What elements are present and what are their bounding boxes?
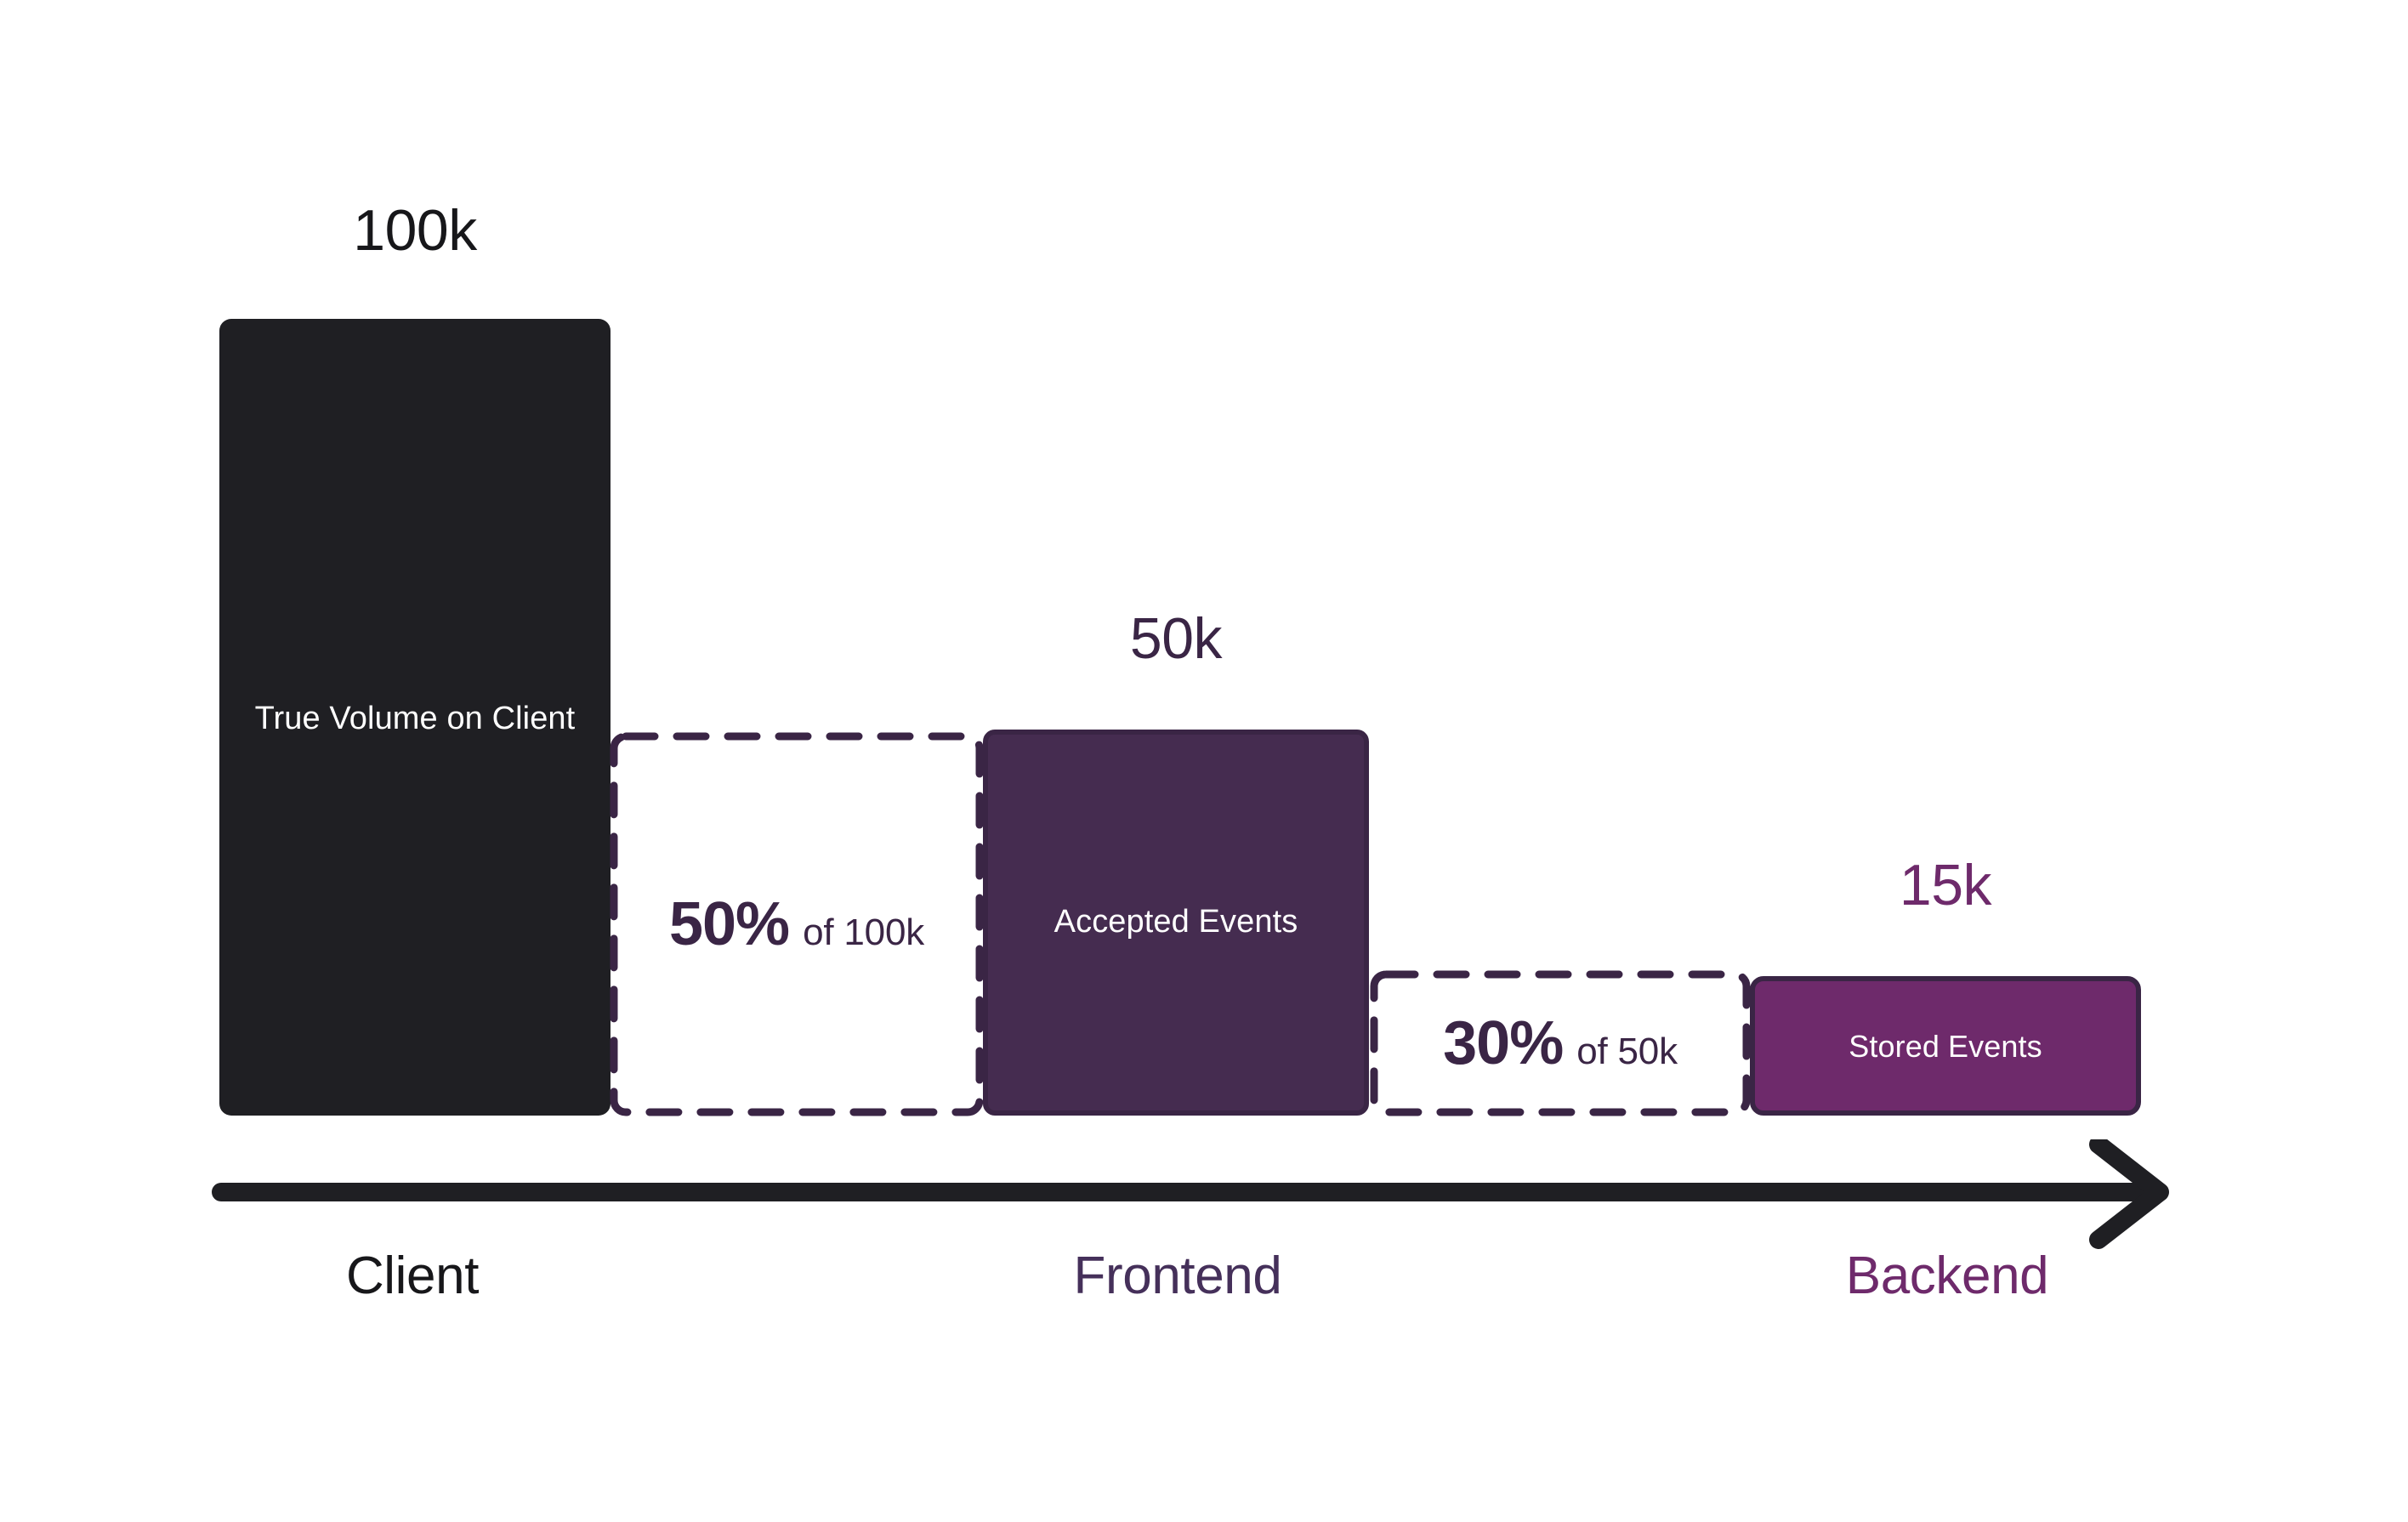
dropoff-2-text: 30% of 50k (1443, 1008, 1678, 1078)
bar-backend: Stored Events (1750, 976, 2141, 1116)
value-label-frontend: 50k (1129, 606, 1223, 671)
dashed-outline-2 (1370, 970, 1751, 1116)
arrow-right-icon (212, 1139, 2169, 1249)
dropoff-2-percent: 30% (1443, 1009, 1564, 1077)
bar-frontend-label: Accepted Events (1054, 904, 1298, 940)
dropoff-1-basis: of 100k (803, 911, 925, 953)
value-label-backend: 15k (1899, 853, 1992, 917)
bar-client: True Volume on Client (219, 319, 611, 1116)
dropoff-1-percent: 50% (668, 890, 790, 958)
axis-label-client: Client (345, 1247, 480, 1305)
dropoff-1-text: 50% of 100k (669, 889, 924, 959)
dropoff-2-basis: of 50k (1576, 1031, 1678, 1072)
dropoff-box-frontend-to-backend: 30% of 50k (1370, 970, 1751, 1116)
dropoff-box-client-to-frontend: 50% of 100k (610, 732, 984, 1116)
bar-backend-label: Stored Events (1849, 1028, 2042, 1064)
axis-label-backend: Backend (1845, 1247, 2049, 1305)
bar-frontend: Accepted Events (983, 730, 1369, 1116)
axis-label-frontend: Frontend (1073, 1247, 1282, 1305)
bar-client-label: True Volume on Client (254, 700, 576, 736)
value-label-client: 100k (353, 198, 477, 263)
dashed-outline-1 (610, 732, 984, 1116)
